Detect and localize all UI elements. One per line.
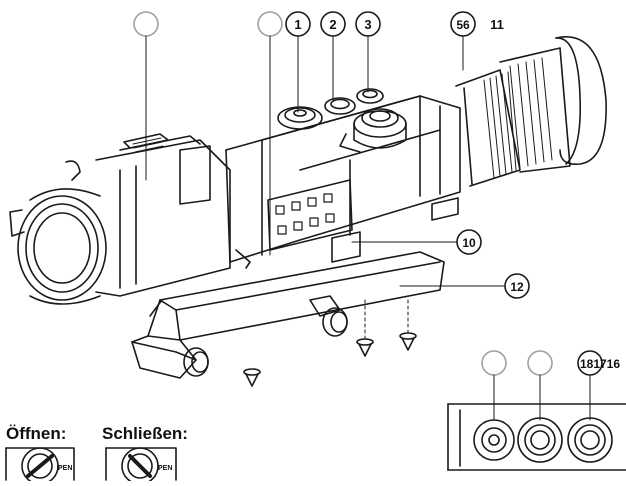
caption-open: Öffnen: (6, 424, 67, 443)
close-knob-icon (105, 447, 177, 485)
callout-181716: 181716 (580, 357, 620, 371)
callout-11: 11 (490, 17, 504, 32)
eyepiece (455, 36, 607, 187)
close-knob-text: PEN (158, 465, 172, 472)
objective-housing (95, 133, 231, 297)
callout-56: 56 (456, 18, 470, 32)
callout-10: 10 (462, 236, 476, 250)
callout-1: 1 (294, 17, 301, 32)
top-buttons (277, 88, 407, 153)
open-knob-text: PEN (58, 465, 72, 472)
callout-empty-2 (257, 11, 283, 37)
callout-3: 3 (364, 17, 371, 32)
screws (243, 299, 417, 387)
callout-2: 2 (329, 17, 336, 32)
scope-body (225, 95, 461, 263)
callout-12: 12 (510, 280, 524, 294)
objective-lens (9, 160, 107, 305)
mount-rail (131, 249, 445, 379)
callout-empty-4 (527, 350, 553, 376)
inset-rear-panel (447, 403, 626, 471)
caption-close: Schließen: (102, 424, 188, 443)
leader-lines (145, 35, 591, 421)
callout-empty-1 (133, 11, 159, 37)
callout-empty-3 (481, 350, 507, 376)
